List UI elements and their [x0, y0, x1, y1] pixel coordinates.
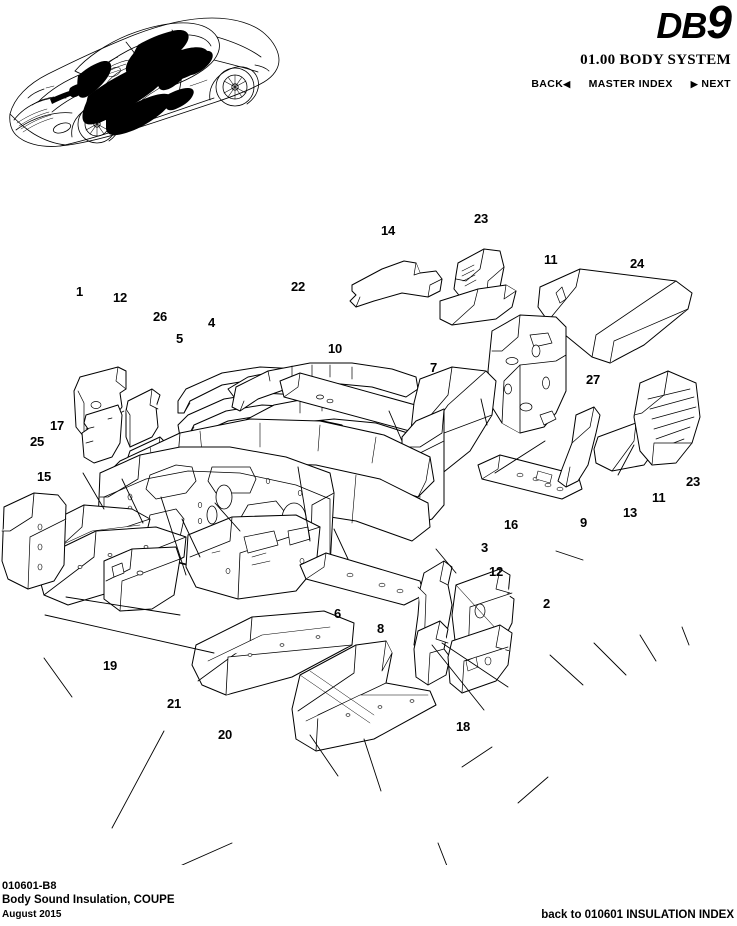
- document-title: Body Sound Insulation, COUPE: [2, 894, 175, 906]
- nav-back-label: BACK: [531, 78, 564, 90]
- nav-next-arrow-icon: ▶: [690, 79, 699, 89]
- breadcrumb-nav: BACK◀ MASTER INDEX ▶ NEXT: [331, 78, 731, 90]
- nav-master-index-button[interactable]: MASTER INDEX: [588, 78, 673, 90]
- callout-number[interactable]: 17: [50, 418, 65, 433]
- callout-number[interactable]: 2: [543, 596, 551, 611]
- callout-number[interactable]: 18: [456, 719, 471, 734]
- nav-back-arrow-icon: ◀: [563, 79, 571, 89]
- logo-db-text: DB: [656, 5, 707, 46]
- callout-number[interactable]: 10: [328, 341, 343, 356]
- callout-number[interactable]: 26: [153, 309, 168, 324]
- callout-number[interactable]: 14: [381, 223, 396, 238]
- callout-number[interactable]: 8: [377, 621, 385, 636]
- callout-number[interactable]: 24: [630, 256, 645, 271]
- callout-number[interactable]: 11: [544, 252, 558, 267]
- nav-back-button[interactable]: BACK◀: [531, 78, 570, 90]
- callout-number[interactable]: 22: [291, 279, 306, 294]
- callout-number[interactable]: 6: [334, 606, 342, 621]
- page-title: 01.00 BODY SYSTEM: [580, 52, 731, 68]
- document-code: 010601-B8: [2, 880, 57, 892]
- db9-logo: DB9: [331, 0, 732, 46]
- page-footer: 010601-B8 Body Sound Insulation, COUPE A…: [0, 866, 737, 926]
- callout-number[interactable]: 20: [218, 727, 233, 742]
- exploded-parts-diagram: [0, 175, 737, 865]
- logo-nine-text: 9: [706, 0, 732, 48]
- insulation-index-link[interactable]: back to 010601 INSULATION INDEX: [541, 909, 734, 921]
- vehicle-illustration: [2, 2, 292, 177]
- callout-number[interactable]: 21: [167, 696, 182, 711]
- callout-number[interactable]: 23: [686, 474, 701, 489]
- callout-number[interactable]: 1: [76, 284, 84, 299]
- document-date: August 2015: [2, 909, 62, 920]
- callout-number[interactable]: 13: [623, 505, 638, 520]
- callout-number[interactable]: 15: [37, 469, 52, 484]
- callout-number[interactable]: 16: [504, 517, 519, 532]
- callout-number[interactable]: 9: [580, 515, 588, 530]
- callout-number[interactable]: 19: [103, 658, 118, 673]
- callout-number[interactable]: 7: [430, 360, 438, 375]
- callout-number[interactable]: 23: [474, 211, 489, 226]
- callout-number[interactable]: 4: [208, 315, 216, 330]
- nav-next-button[interactable]: ▶ NEXT: [691, 78, 731, 90]
- callout-number[interactable]: 5: [176, 331, 184, 346]
- callout-number[interactable]: 11: [652, 490, 666, 505]
- nav-next-label: NEXT: [701, 78, 731, 90]
- page-header: DB9 01.00 BODY SYSTEM BACK◀ MASTER INDEX…: [0, 0, 737, 147]
- callout-number[interactable]: 25: [30, 434, 45, 449]
- document-meta: 010601-B8 Body Sound Insulation, COUPE A…: [2, 879, 175, 922]
- callout-number[interactable]: 12: [489, 564, 504, 579]
- callout-number[interactable]: 27: [586, 372, 601, 387]
- brand-block: DB9 01.00 BODY SYSTEM BACK◀ MASTER INDEX…: [331, 0, 732, 90]
- callout-number[interactable]: 3: [481, 540, 489, 555]
- callout-number[interactable]: 12: [113, 290, 128, 305]
